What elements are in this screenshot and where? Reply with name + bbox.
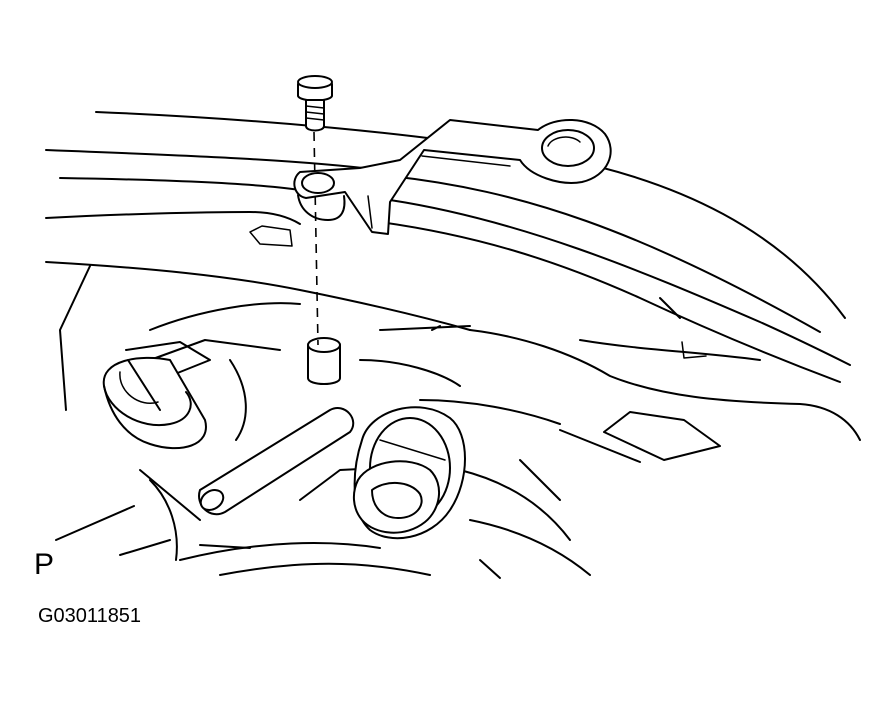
housing-edges xyxy=(45,111,851,383)
bolt xyxy=(297,75,333,132)
view-letter-label: P xyxy=(34,548,55,581)
transmission-case xyxy=(45,261,861,579)
diagonal-tube xyxy=(198,407,355,516)
bracket xyxy=(293,118,612,235)
left-cylinder-boss xyxy=(102,356,207,450)
round-connector xyxy=(352,406,466,540)
locating-pin xyxy=(307,337,341,385)
assembly-axis xyxy=(313,131,319,346)
figure-code-label: G03011851 xyxy=(38,605,142,627)
